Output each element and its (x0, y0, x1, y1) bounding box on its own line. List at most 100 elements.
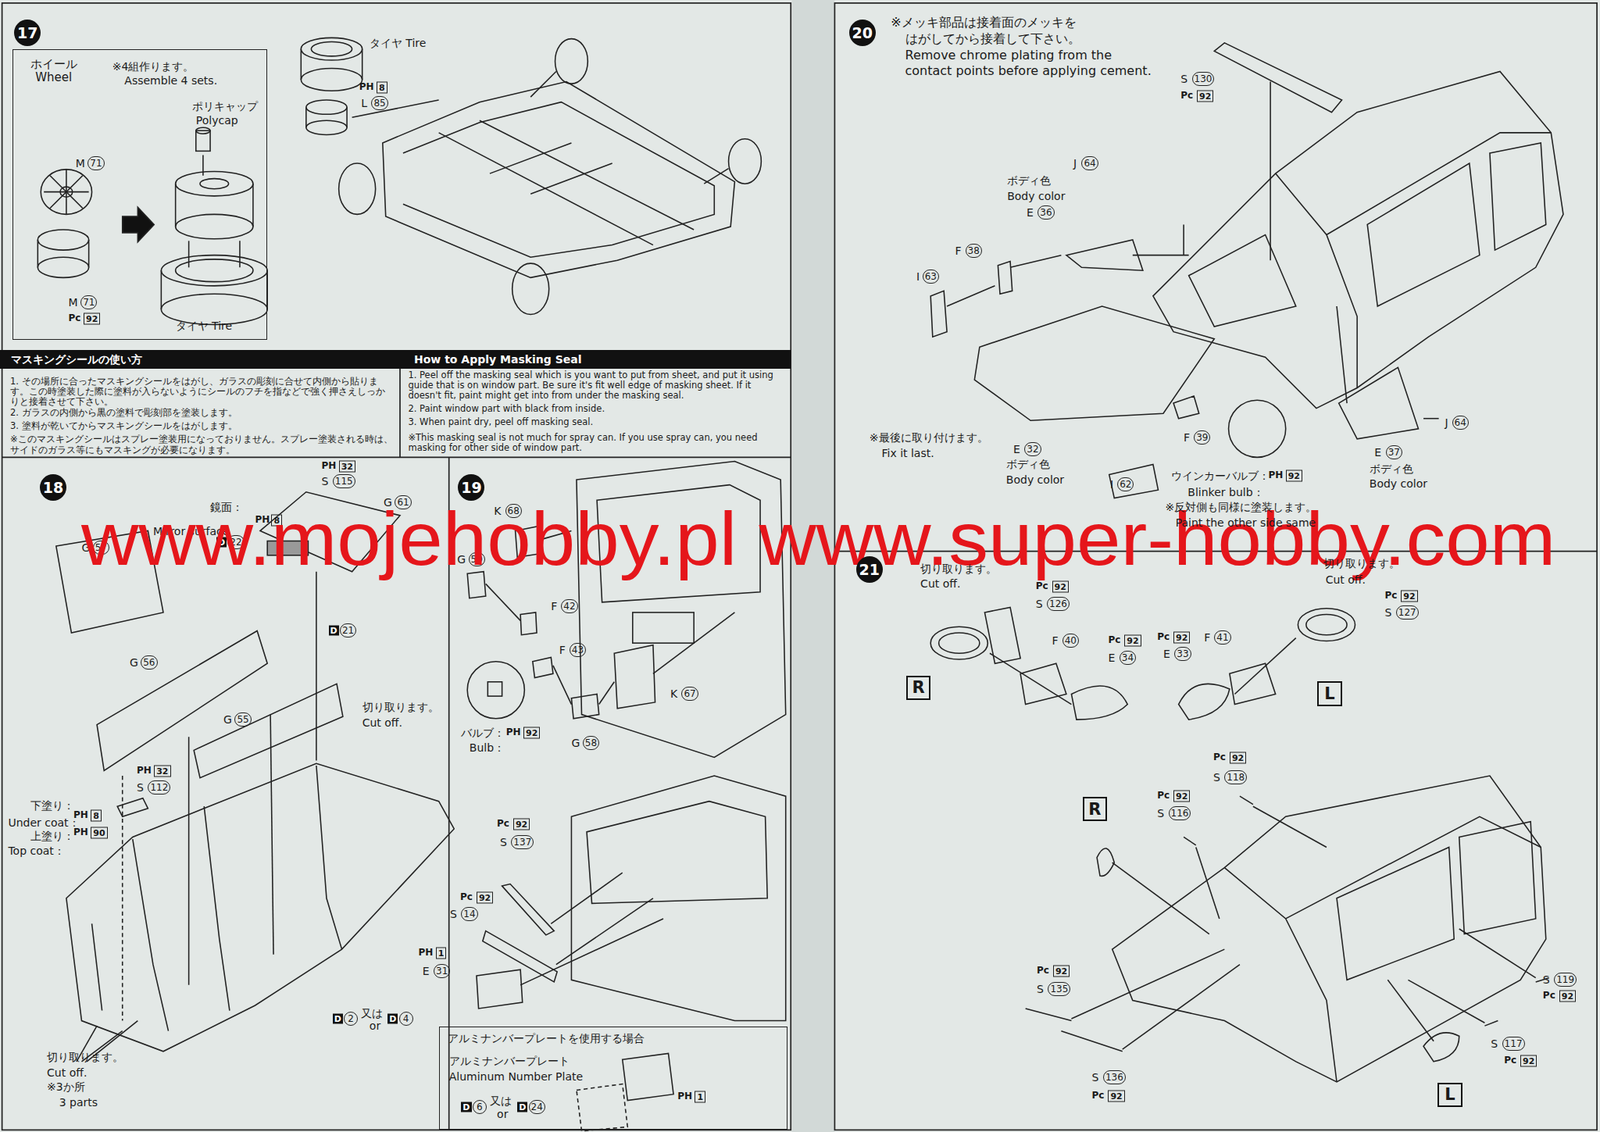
chassis-drawing (703, 168, 729, 185)
part-label: 上塗り： (30, 829, 75, 843)
mirror-drawing (930, 607, 1355, 720)
chassis-drawing (403, 102, 715, 258)
mirror-drawing (1229, 663, 1276, 704)
part-label: バルブ： (460, 726, 505, 740)
paint-prefix: Pc (496, 818, 510, 830)
callout-number: 71 (87, 156, 104, 171)
body-detail-drawing (1025, 1008, 1072, 1022)
body-detail-drawing (1122, 964, 1240, 1050)
rear-body-drawing (96, 630, 268, 771)
callout-number: 2 (343, 1011, 358, 1026)
part-label: S (450, 907, 458, 921)
wheel-drawing (239, 240, 241, 268)
part-label: ボディ色 (1007, 174, 1051, 187)
part-label: F (550, 600, 558, 613)
body-detail-drawing (1096, 848, 1115, 876)
front-body-drawing (946, 285, 995, 307)
wheel-panel: ホイール Wheel (12, 49, 268, 340)
tailgate-drawing (653, 612, 735, 674)
wheel-drawing (37, 257, 89, 278)
tailgate-drawing (487, 682, 502, 697)
part-label: S (1157, 807, 1165, 820)
paint-code: 92 (1229, 752, 1247, 765)
step-number: 17 (14, 19, 41, 47)
part-label: Top coat： (7, 844, 65, 858)
front-body-drawing (1066, 239, 1143, 271)
side-marker: L (1437, 1082, 1462, 1108)
part-label: S (1092, 1071, 1100, 1084)
wheel-drawing (37, 127, 268, 325)
paint-code: 92 (1053, 965, 1070, 978)
front-body-drawing (1336, 306, 1347, 404)
body-detail-drawing (1112, 775, 1547, 1083)
callout-number: 40 (1062, 633, 1079, 648)
paint-code: 92 (1173, 789, 1190, 802)
part-label: Cut off. (920, 577, 961, 590)
tailgate-drawing (476, 969, 523, 1009)
note-text: ※メッキ部品は接着面のメッキを (890, 15, 1076, 30)
callout-number: 67 (681, 686, 698, 701)
part-label: G (223, 713, 233, 726)
step-number: 21 (856, 556, 883, 583)
callout-number: 119 (1553, 972, 1577, 987)
chassis-drawing (489, 142, 572, 174)
front-body-drawing (1182, 224, 1185, 255)
part-label: 切り取ります。 (46, 1050, 124, 1064)
paint-prefix: Pc (1157, 632, 1170, 643)
part-label: ボディ色 (1369, 461, 1414, 475)
body-detail-drawing (1285, 816, 1542, 919)
part-label: S (1180, 72, 1188, 86)
callout-number: 24 (528, 1100, 546, 1115)
chassis-drawing (728, 139, 762, 184)
mirror-drawing (1306, 614, 1347, 636)
tailgate-drawing (485, 583, 521, 621)
callout-number: 14 (460, 907, 478, 922)
note-text: 3. 塗料が乾いてからマスキングシールをはがします。 (10, 421, 393, 432)
part-label: or (369, 1019, 381, 1033)
body-detail-drawing (1071, 949, 1225, 1019)
chassis-drawing (300, 68, 362, 92)
part-label: S (1213, 771, 1221, 784)
front-body-drawing (1132, 254, 1190, 257)
chassis-drawing (300, 37, 761, 315)
note-text: はがしてから接着して下さい。 (905, 31, 1081, 46)
rear-body-drawing (203, 806, 230, 1011)
front-body-drawing (1228, 400, 1286, 458)
part-label: ※最後に取り付けます。 (869, 431, 989, 444)
tailgate-drawing (439, 1026, 789, 1130)
front-body-drawing (997, 260, 1012, 294)
body-detail-drawing (1459, 928, 1536, 979)
chassis-drawing (479, 120, 694, 230)
callout-number: 85 (371, 96, 388, 111)
paint-prefix: Pc (1107, 635, 1121, 647)
step-number: 18 (39, 474, 67, 501)
callout-number: 71 (80, 295, 97, 310)
mirror-drawing (1178, 683, 1230, 720)
paint-code: 92 (1052, 581, 1069, 593)
paint-prefix: Pc (1035, 581, 1049, 593)
front-body-drawing (1109, 464, 1159, 498)
tailgate-drawing (467, 661, 525, 719)
mirror-drawing (1234, 638, 1296, 695)
wheel-drawing (160, 255, 268, 286)
paint-code: 92 (1285, 469, 1303, 482)
callout-number: 38 (965, 243, 983, 258)
part-label: Polycap (196, 114, 239, 127)
paint-code: 92 (1559, 989, 1576, 1002)
callout-number: 21 (339, 623, 357, 638)
callout-number: 137 (510, 835, 534, 850)
part-label: M (68, 296, 79, 309)
part-label: タイヤ Tire (369, 36, 427, 50)
part-label: Paint the other side same (1175, 516, 1317, 529)
callout-number: 32 (1024, 442, 1041, 457)
part-label: S (1542, 973, 1550, 986)
front-body-drawing (1423, 417, 1440, 420)
callout-number: 56 (140, 655, 158, 670)
side-letter: R (1088, 800, 1101, 819)
tailgate-drawing (520, 918, 664, 986)
side-letter: L (1444, 1085, 1455, 1104)
paint-code: 90 (90, 826, 108, 839)
paint-prefix: PH (321, 460, 336, 472)
note-text: 1. その場所に合ったマスキングシールをはがし、ガラスの彫刻に合せて内側から貼り… (10, 376, 393, 408)
side-letter: R (911, 678, 925, 697)
